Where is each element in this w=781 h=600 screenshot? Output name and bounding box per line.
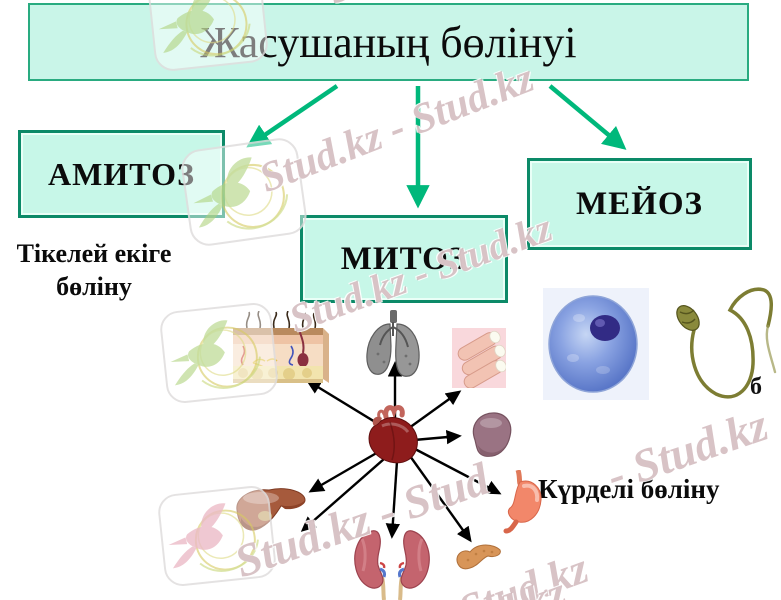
box-amitosis: АМИТОЗ [18, 130, 225, 218]
hand-with-nails-image [452, 328, 506, 388]
amitosis-caption-line1: Тікелей екіге [16, 239, 172, 268]
sperm-cell-label: б [750, 374, 762, 400]
slide-title-box: Жасушаның бөлінуі [28, 3, 749, 81]
box-meiosis: МЕЙОЗ [527, 158, 752, 250]
amitosis-caption: Тікелей екіге бөліну [0, 238, 188, 303]
box-mitosis-label: МИТОЗ [340, 240, 468, 277]
pancreas-image [456, 544, 501, 570]
arrow-title-to-meiosis [548, 84, 627, 150]
sperm-cell-image [676, 287, 777, 399]
egg-cell-image [543, 288, 649, 400]
heart-image [368, 405, 418, 464]
skin-tissue-image [233, 311, 329, 383]
arrow-title-to-amitosis [246, 84, 339, 148]
arrow-heart-to-liver-lower [300, 458, 385, 532]
spleen-image [472, 412, 512, 457]
kidneys-image [354, 530, 430, 600]
amitosis-caption-line2: бөліну [56, 271, 132, 301]
stomach-image [503, 470, 542, 534]
box-mitosis: МИТОЗ [300, 215, 508, 303]
box-amitosis-label: АМИТОЗ [48, 155, 195, 192]
meiosis-caption: Күрделі бөліну [538, 474, 720, 504]
lungs-image [366, 310, 420, 377]
box-meiosis-label: МЕЙОЗ [576, 185, 703, 222]
slide-title: Жасушаның бөлінуі [200, 17, 577, 67]
liver-image [236, 488, 306, 531]
